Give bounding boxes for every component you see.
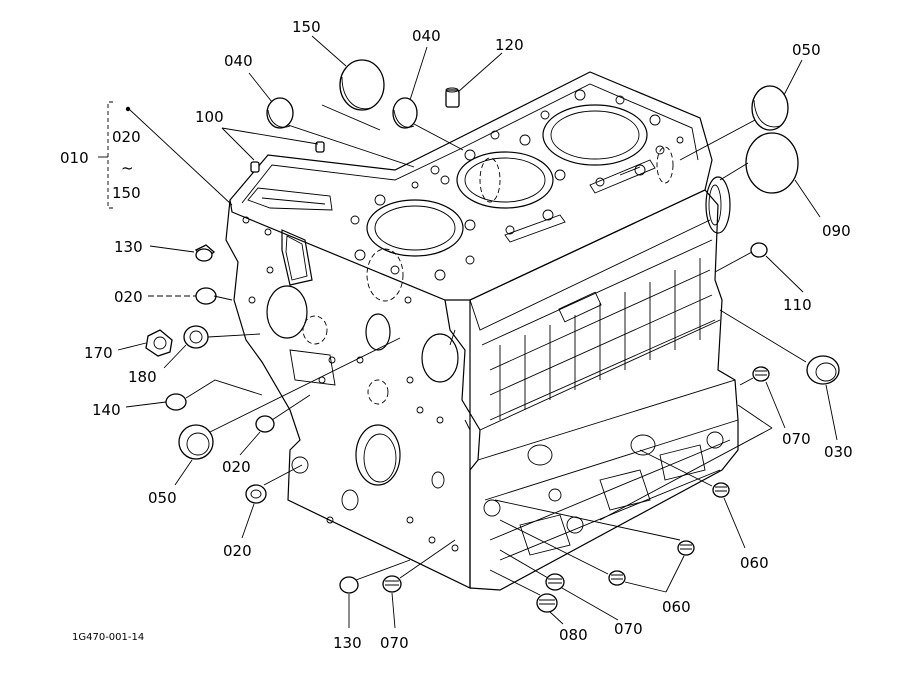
callout-label: 170	[84, 344, 113, 362]
callout-label: 180	[128, 368, 157, 386]
group-main-label: 010	[60, 149, 89, 167]
callout-label: 100	[195, 108, 224, 126]
callout-label: 040	[224, 52, 253, 70]
cylinder-block	[225, 71, 739, 591]
plug-020-top	[195, 287, 217, 305]
dowel-100-left	[250, 161, 260, 173]
plug-070-bottom	[382, 575, 402, 593]
callout-label: 030	[824, 443, 853, 461]
expansion-plug-040-left	[266, 97, 294, 129]
sleeve-130-bottom	[339, 576, 359, 594]
group-range-separator: ~	[121, 159, 134, 177]
seal-030	[806, 355, 840, 385]
group-marker-dot	[125, 106, 131, 112]
group-range-from: 020	[112, 128, 141, 146]
sleeve-140	[165, 393, 187, 411]
expansion-plug-050-left	[178, 424, 214, 460]
callout-label: 150	[292, 18, 321, 36]
plug-060-right	[712, 482, 730, 498]
leader-lines	[98, 35, 838, 629]
callout-label: 140	[92, 401, 121, 419]
callout-label: 130	[333, 634, 362, 652]
callout-label: 050	[792, 41, 821, 59]
group-label: 010 020 ~ 150	[60, 128, 141, 202]
callout-label: 060	[662, 598, 691, 616]
callout-label: 090	[822, 222, 851, 240]
callout-label: 070	[614, 620, 643, 638]
callout-labels: 150 040 040 120 050 100 090 130 020 110 …	[84, 18, 853, 652]
washer-180	[183, 325, 209, 349]
callout-label: 130	[114, 238, 143, 256]
group-range-to: 150	[112, 184, 141, 202]
expansion-plug-090	[745, 132, 799, 194]
plug-020-bottom	[245, 484, 267, 504]
plug-080	[536, 593, 558, 613]
plug-060-bottom-a	[677, 540, 695, 556]
plug-060-bottom-b	[608, 570, 626, 586]
callout-label: 040	[412, 27, 441, 45]
sleeve-130-top	[194, 244, 216, 262]
expansion-plug-040-right	[392, 97, 418, 129]
loose-parts	[145, 59, 840, 613]
callout-label: 070	[782, 430, 811, 448]
expansion-plug-150	[339, 59, 385, 111]
callout-label: 060	[740, 554, 769, 572]
plug-070-right	[752, 366, 770, 382]
plug-070-center	[545, 573, 565, 591]
callout-label: 080	[559, 626, 588, 644]
callout-label: 120	[495, 36, 524, 54]
callout-label: 050	[148, 489, 177, 507]
pin-120	[445, 87, 460, 108]
expansion-plug-050-right	[751, 85, 789, 131]
callout-label: 020	[222, 458, 251, 476]
callout-label: 020	[223, 542, 252, 560]
callout-label: 070	[380, 634, 409, 652]
drawing-code: 1G470-001-14	[72, 632, 144, 643]
dowel-100-right	[315, 141, 325, 153]
fitting-170	[145, 329, 173, 357]
callout-label: 110	[783, 296, 812, 314]
dowel-110	[750, 242, 768, 258]
callout-label: 020	[114, 288, 143, 306]
plug-020-middle	[255, 415, 275, 433]
